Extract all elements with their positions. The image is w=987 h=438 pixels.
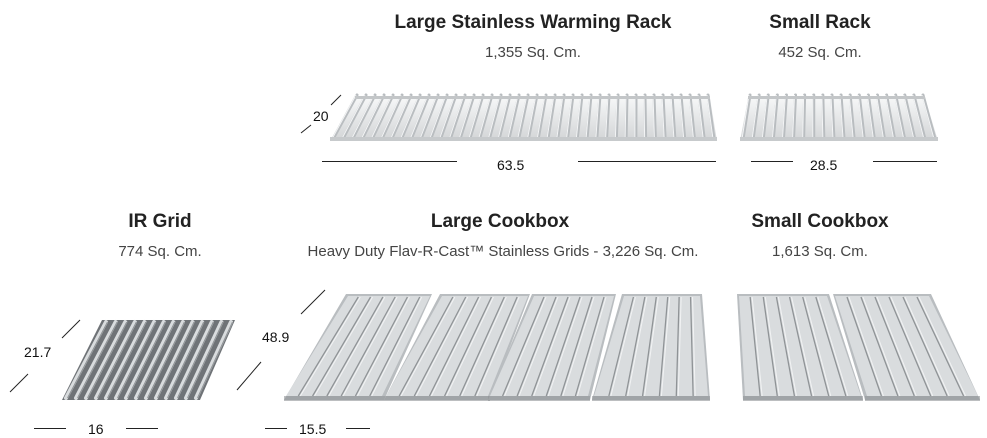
small-cookbox-area: 1,613 Sq. Cm.	[772, 243, 868, 260]
warming-rack-area: 1,355 Sq. Cm.	[485, 44, 581, 61]
small-rack-image	[740, 93, 938, 141]
large-cookbox-width: 15.5	[299, 421, 327, 437]
ir-grid-depth-marker	[9, 319, 81, 393]
small-rack-width: 28.5	[810, 157, 838, 173]
warming-rack-image	[330, 93, 717, 141]
warming-rack-title: Large Stainless Warming Rack	[394, 12, 672, 33]
large-cookbox-image	[284, 294, 710, 401]
small-rack-width-line-left	[751, 161, 793, 162]
small-cookbox-title: Small Cookbox	[751, 211, 889, 232]
ir-grid-depth: 21.7	[24, 344, 52, 360]
ir-grid-width-line-right	[126, 428, 158, 429]
ir-grid-area: 774 Sq. Cm.	[118, 243, 202, 260]
ir-grid-image	[62, 320, 235, 400]
warming-rack-width: 63.5	[497, 157, 525, 173]
warming-rack-depth-marker	[300, 94, 342, 135]
small-rack-area: 452 Sq. Cm.	[778, 44, 862, 61]
large-cookbox-width-line-right	[346, 428, 370, 429]
small-rack-width-line-right	[873, 161, 937, 162]
large-cookbox-depth: 48.9	[262, 329, 290, 345]
large-cookbox-depth-marker	[236, 289, 326, 391]
small-cookbox-image	[737, 294, 980, 401]
ir-grid-width-line-left	[34, 428, 66, 429]
ir-grid-width: 16	[88, 421, 104, 437]
small-rack-title: Small Rack	[769, 12, 871, 33]
ir-grid-title: IR Grid	[128, 211, 192, 232]
large-cookbox-title: Large Cookbox	[430, 211, 570, 232]
large-cookbox-area: Heavy Duty Flav-R-Cast™ Stainless Grids …	[307, 243, 699, 260]
warming-rack-depth: 20	[313, 108, 329, 124]
large-cookbox-width-line-left	[265, 428, 287, 429]
warming-rack-width-line-left	[322, 161, 457, 162]
warming-rack-width-line-right	[578, 161, 716, 162]
